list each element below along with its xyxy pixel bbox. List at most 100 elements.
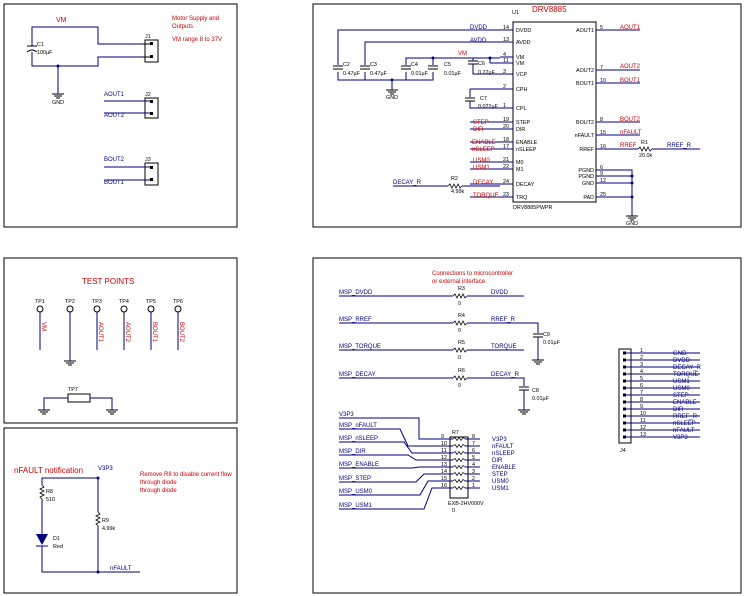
svg-text:DECAY_R: DECAY_R bbox=[491, 372, 520, 378]
j2-connector: J2 AOUT1 AOUT2 bbox=[104, 92, 159, 119]
svg-text:7: 7 bbox=[600, 65, 603, 71]
svg-text:USM0: USM0 bbox=[673, 386, 690, 392]
svg-text:STEP: STEP bbox=[516, 120, 530, 126]
svg-text:AOUT2: AOUT2 bbox=[104, 113, 125, 119]
svg-text:VM: VM bbox=[516, 55, 525, 61]
svg-text:C6: C6 bbox=[478, 61, 485, 67]
svg-text:21: 21 bbox=[503, 157, 509, 163]
svg-text:3: 3 bbox=[640, 362, 643, 368]
svg-text:15: 15 bbox=[441, 476, 447, 482]
d1-led: D1 Red bbox=[36, 534, 63, 550]
svg-text:C5: C5 bbox=[444, 62, 451, 68]
svg-text:0.01µF: 0.01µF bbox=[532, 396, 550, 402]
svg-text:ENABLE: ENABLE bbox=[516, 140, 538, 146]
svg-text:20.0k: 20.0k bbox=[639, 153, 652, 159]
svg-text:0.01µF: 0.01µF bbox=[411, 71, 429, 77]
svg-text:0.01µF: 0.01µF bbox=[543, 340, 561, 346]
svg-text:TP2: TP2 bbox=[65, 299, 75, 305]
svg-text:J2: J2 bbox=[145, 92, 151, 98]
svg-text:ENABLE: ENABLE bbox=[673, 400, 697, 406]
svg-text:J1: J1 bbox=[145, 34, 151, 40]
net-msp_nfault: MSP_nFAULT bbox=[339, 423, 440, 447]
net-msp_enable: MSP_ENABLE bbox=[339, 462, 440, 469]
svg-text:USM0: USM0 bbox=[473, 158, 490, 164]
svg-text:2: 2 bbox=[503, 84, 506, 90]
svg-text:8: 8 bbox=[640, 397, 643, 403]
svg-text:Red: Red bbox=[53, 544, 63, 550]
svg-text:100µF: 100µF bbox=[37, 50, 53, 56]
svg-text:0.022µF: 0.022µF bbox=[478, 104, 499, 110]
svg-text:USM0: USM0 bbox=[492, 479, 509, 485]
nfault-title: nFAULT notification bbox=[14, 466, 83, 475]
svg-text:C7: C7 bbox=[480, 96, 487, 102]
svg-text:through diode: through diode bbox=[140, 480, 177, 486]
svg-text:6: 6 bbox=[472, 448, 475, 454]
svg-text:DIR: DIR bbox=[516, 127, 525, 133]
svg-text:17: 17 bbox=[503, 144, 509, 150]
svg-text:MSP_USM0: MSP_USM0 bbox=[339, 489, 373, 495]
svg-text:4: 4 bbox=[640, 369, 643, 375]
svg-text:V3P3: V3P3 bbox=[492, 437, 507, 443]
svg-text:CPH: CPH bbox=[516, 87, 527, 93]
svg-text:BOUT1: BOUT1 bbox=[104, 180, 125, 186]
svg-text:4.99k: 4.99k bbox=[102, 526, 115, 532]
svg-text:nFAULT: nFAULT bbox=[620, 130, 642, 136]
svg-text:PGND: PGND bbox=[578, 174, 594, 180]
svg-text:ENABLE: ENABLE bbox=[472, 140, 496, 146]
svg-text:AOUT1: AOUT1 bbox=[576, 28, 594, 34]
svg-text:BOUT1: BOUT1 bbox=[576, 81, 594, 87]
panel-nfault bbox=[3, 427, 238, 594]
svg-text:12: 12 bbox=[441, 455, 447, 461]
svg-text:13: 13 bbox=[503, 37, 509, 43]
svg-text:C1: C1 bbox=[37, 42, 44, 48]
svg-text:TP1: TP1 bbox=[35, 299, 45, 305]
svg-text:GND: GND bbox=[626, 221, 638, 227]
svg-text:MSP_nFAULT: MSP_nFAULT bbox=[339, 423, 377, 429]
svg-text:MSP_STEP: MSP_STEP bbox=[339, 476, 371, 482]
svg-text:7: 7 bbox=[640, 390, 643, 396]
svg-text:MSP_nSLEEP: MSP_nSLEEP bbox=[339, 436, 378, 442]
svg-text:MSP_DVDD: MSP_DVDD bbox=[339, 290, 373, 296]
r9-resistor: R9 4.99k bbox=[95, 511, 115, 532]
svg-text:0.22µF: 0.22µF bbox=[478, 70, 496, 76]
svg-text:RREF: RREF bbox=[579, 147, 594, 153]
svg-text:R1: R1 bbox=[641, 140, 648, 146]
svg-text:C4: C4 bbox=[411, 62, 418, 68]
svg-text:20: 20 bbox=[503, 124, 509, 130]
svg-text:5: 5 bbox=[472, 455, 475, 461]
svg-text:0: 0 bbox=[458, 383, 461, 389]
svg-text:13: 13 bbox=[640, 432, 646, 438]
svg-text:6: 6 bbox=[640, 383, 643, 389]
svg-text:J3: J3 bbox=[145, 157, 151, 163]
svg-text:CPL: CPL bbox=[516, 106, 527, 112]
svg-text:V3P3: V3P3 bbox=[339, 412, 354, 418]
svg-text:TP7: TP7 bbox=[68, 387, 78, 393]
svg-text:GND: GND bbox=[52, 100, 64, 106]
panel-power bbox=[3, 3, 238, 228]
net-msp_step: MSP_STEP bbox=[339, 473, 440, 483]
svg-text:4: 4 bbox=[472, 462, 475, 468]
svg-text:nSLEEP: nSLEEP bbox=[516, 147, 537, 153]
svg-text:MSP_TORQUE: MSP_TORQUE bbox=[339, 344, 381, 350]
svg-text:R9: R9 bbox=[102, 518, 109, 524]
svg-text:22: 22 bbox=[503, 164, 509, 170]
svg-text:TP5: TP5 bbox=[146, 299, 156, 305]
j3-connector: J3 BOUT2 BOUT1 bbox=[104, 157, 159, 186]
panel-mcu bbox=[312, 257, 742, 594]
